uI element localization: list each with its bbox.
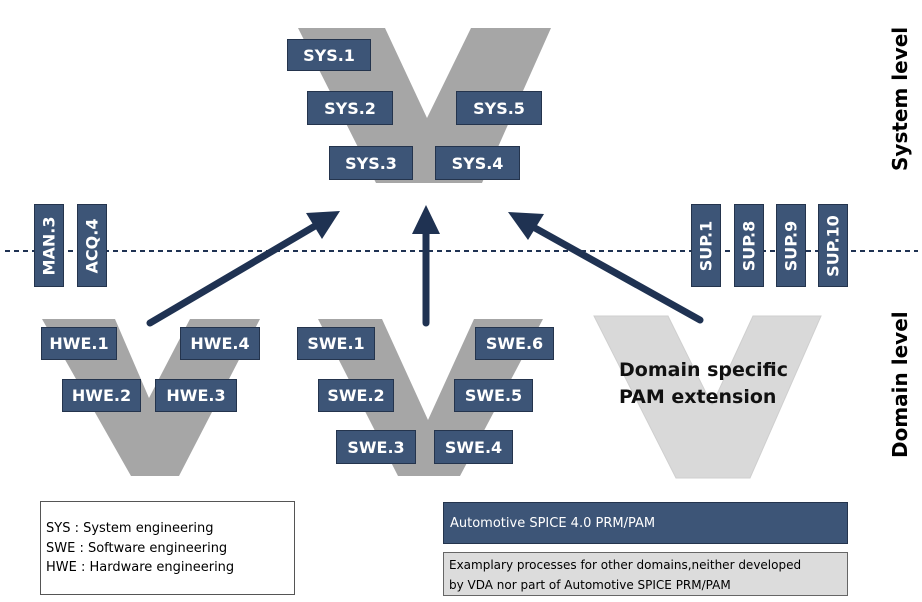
process-swe-2: SWE.2 xyxy=(318,379,394,412)
legend-item-swe: SWE : Software engineering xyxy=(46,540,228,556)
key-other-domains-line-2: by VDA nor part of Automotive SPICE PRM/… xyxy=(449,578,731,592)
process-swe-5: SWE.5 xyxy=(454,379,533,412)
process-man-3-label: MAN.3 xyxy=(39,216,59,275)
domain-extension-line-2: PAM extension xyxy=(619,386,777,408)
process-acq-4: ACQ.4 xyxy=(77,204,107,287)
process-sys-3: SYS.3 xyxy=(329,146,413,180)
process-swe-6: SWE.6 xyxy=(475,327,554,360)
process-sup-1: SUP.1 xyxy=(691,204,721,287)
key-automotive-spice: Automotive SPICE 4.0 PRM/PAM xyxy=(443,502,848,544)
key-automotive-spice-label: Automotive SPICE 4.0 PRM/PAM xyxy=(450,515,656,531)
process-swe-4: SWE.4 xyxy=(434,430,513,464)
domain-specific-v-shape xyxy=(593,315,822,479)
domain-extension-line-1: Domain specific xyxy=(619,359,789,381)
process-hwe-4: HWE.4 xyxy=(180,327,260,360)
system-level-label: System level xyxy=(888,26,912,171)
key-other-domains: Examplary processes for other domains,ne… xyxy=(443,552,848,596)
process-man-3: MAN.3 xyxy=(34,204,64,287)
process-swe-3: SWE.3 xyxy=(336,430,416,464)
process-hwe-3: HWE.3 xyxy=(155,379,237,412)
process-acq-4-label: ACQ.4 xyxy=(82,218,102,273)
process-sup-10: SUP.10 xyxy=(818,204,848,287)
process-sup-1-label: SUP.1 xyxy=(696,220,716,271)
arrow-hwe-to-system xyxy=(146,211,340,327)
process-sys-4: SYS.4 xyxy=(435,146,520,180)
process-sup-8: SUP.8 xyxy=(734,204,764,287)
legend-item-sys: SYS : System engineering xyxy=(46,521,214,536)
process-sys-2: SYS.2 xyxy=(307,91,393,125)
domain-extension-label: Domain specific PAM extension xyxy=(619,357,788,411)
process-sup-8-label: SUP.8 xyxy=(739,220,759,271)
domain-level-label: Domain level xyxy=(888,311,912,458)
process-hwe-2: HWE.2 xyxy=(62,379,141,412)
arrow-swe-to-system xyxy=(412,205,440,327)
abbreviation-legend: SYS : System engineering SWE : Software … xyxy=(40,501,295,595)
process-sys-5: SYS.5 xyxy=(456,91,542,125)
process-swe-1: SWE.1 xyxy=(297,327,375,360)
process-sup-9: SUP.9 xyxy=(776,204,806,287)
arrow-domain-to-system xyxy=(508,212,704,324)
process-sys-1: SYS.1 xyxy=(287,39,371,71)
process-sup-9-label: SUP.9 xyxy=(781,220,801,271)
key-other-domains-line-1: Examplary processes for other domains,ne… xyxy=(449,558,802,572)
process-hwe-1: HWE.1 xyxy=(41,327,117,360)
legend-item-hwe: HWE : Hardware engineering xyxy=(46,560,235,575)
process-sup-10-label: SUP.10 xyxy=(823,214,843,277)
